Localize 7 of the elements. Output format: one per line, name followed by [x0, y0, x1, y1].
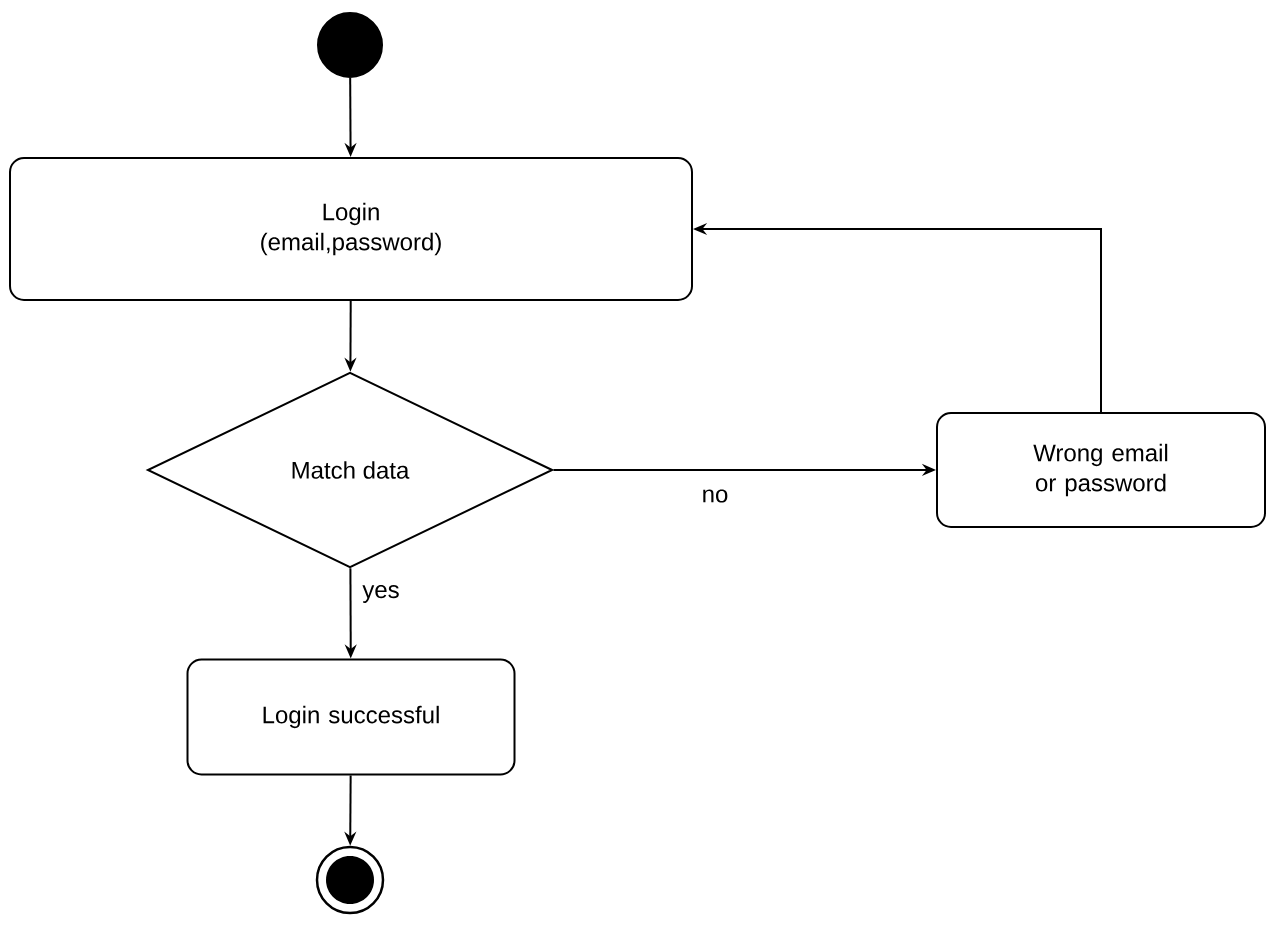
- start-node: [317, 12, 383, 78]
- edge-label: no: [699, 487, 731, 505]
- action-box: Login successful: [186, 658, 516, 776]
- end-node: [315, 845, 385, 915]
- action-box: Wrong email or password: [936, 412, 1266, 528]
- action-box: Login (email,password): [9, 157, 693, 301]
- edge-label: yes: [360, 583, 402, 605]
